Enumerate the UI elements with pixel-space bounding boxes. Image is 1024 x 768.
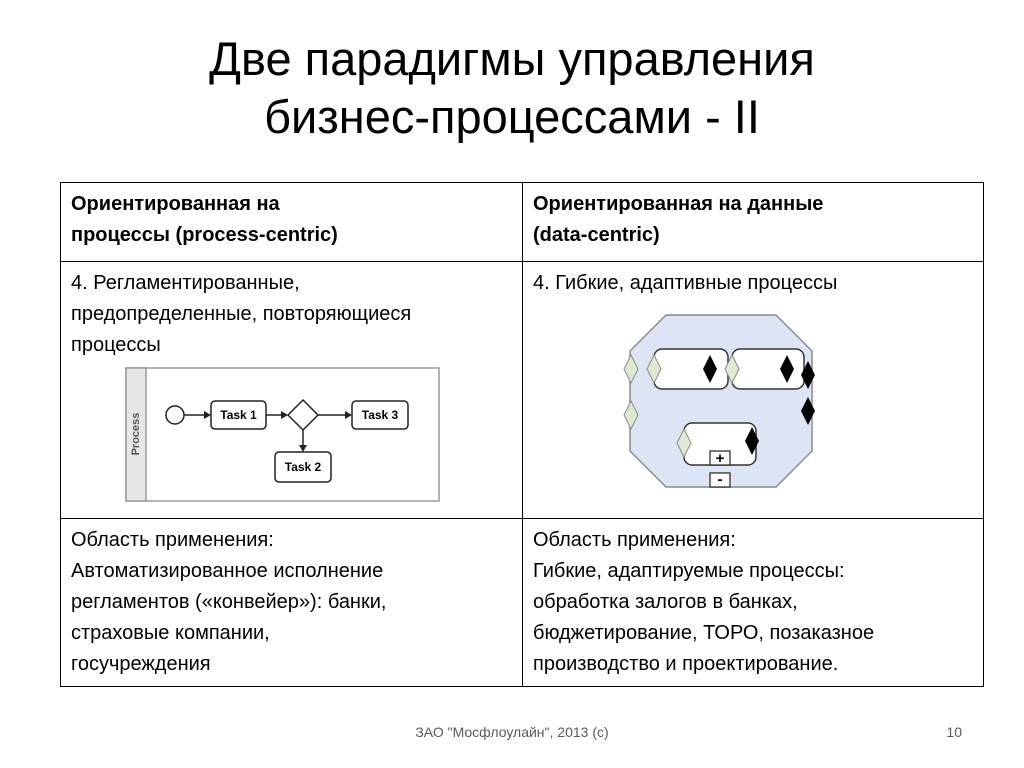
- exit-criterion-diamond: [703, 355, 717, 383]
- row3-left-line-1: Область применения:: [71, 529, 274, 551]
- entry-criterion-diamond: [646, 353, 662, 385]
- entry-criterion-diamond: [623, 353, 639, 385]
- cell-data-centric-type: 4. Гибкие, адаптивные процессы +: [522, 261, 984, 519]
- row3-right-line-3: обработка залогов в банках,: [533, 591, 798, 613]
- exit-criterion-diamond: [745, 427, 759, 455]
- plus-label: +: [716, 450, 725, 467]
- entry-criterion-diamond: [623, 399, 639, 431]
- row3-right-line-4: бюджетирование, ТОРО, позаказное: [533, 622, 875, 644]
- comparison-table: Ориентированная на процессы (process-cen…: [60, 182, 984, 687]
- page-number: 10: [946, 724, 962, 740]
- slide-title-line-2: бизнес-процессами - II: [264, 90, 760, 143]
- entry-criterion-diamond: [724, 353, 740, 385]
- bpmn-pool-label: Process: [130, 413, 142, 456]
- header-process-centric: Ориентированная на процессы (process-cen…: [60, 182, 523, 262]
- slide-title-line-1: Две парадигмы управления: [209, 32, 815, 85]
- table-row-process-type: 4. Регламентированные, предопределенные,…: [60, 261, 984, 519]
- exit-criterion-diamond: [801, 361, 815, 389]
- header-right-line-1: Ориентированная на данные: [533, 193, 824, 215]
- bpmn-task-2-label: Task 2: [285, 460, 322, 474]
- footer-copyright: ЗАО "Мосфлоулайн", 2013 (с): [415, 724, 609, 740]
- cell-process-centric-application: Область применения: Автоматизированное и…: [60, 518, 523, 687]
- slide-title: Две парадигмы управления бизнес-процесса…: [0, 30, 1024, 146]
- cell-data-centric-application: Область применения: Гибкие, адаптируемые…: [522, 518, 984, 687]
- collapse-marker-box: [709, 472, 731, 488]
- minus-label: -: [718, 471, 723, 488]
- row2-left-line-3: процессы: [71, 334, 161, 356]
- adaptive-case-diagram: + -: [623, 314, 815, 488]
- row3-right-line-2: Гибкие, адаптируемые процессы:: [533, 560, 845, 582]
- bpmn-task-3-label: Task 3: [362, 408, 399, 422]
- bpmn-arrow-head: [299, 445, 307, 452]
- row2-right-line-1: 4. Гибкие, адаптивные процессы: [533, 272, 838, 294]
- bpmn-arrow-head: [345, 411, 352, 419]
- header-data-centric: Ориентированная на данные (data-centric): [522, 182, 984, 262]
- bpmn-process-diagram: Process Task 1 Task 3 Task 2: [125, 367, 440, 502]
- row3-left-line-5: госучреждения: [71, 653, 211, 675]
- header-left-line-2: процессы (process-centric): [71, 224, 338, 246]
- row2-left-line-2: предопределенные, повторяющиеся: [71, 303, 412, 325]
- bpmn-pool-lane-header: [125, 367, 147, 502]
- row3-right-line-1: Область применения:: [533, 529, 736, 551]
- bpmn-start-event: [165, 405, 185, 425]
- bpmn-arrow-head: [204, 411, 211, 419]
- bpmn-task-1-label: Task 1: [220, 408, 257, 422]
- table-row-application: Область применения: Автоматизированное и…: [60, 518, 984, 687]
- row3-left-line-2: Автоматизированное исполнение: [71, 560, 384, 582]
- exit-criterion-diamond: [780, 355, 794, 383]
- table-row-header: Ориентированная на процессы (process-cen…: [60, 182, 984, 262]
- entry-criterion-diamond: [676, 427, 692, 459]
- header-right-line-2: (data-centric): [533, 224, 660, 246]
- header-left-line-1: Ориентированная на: [71, 193, 280, 215]
- bpmn-arrow-head: [281, 411, 288, 419]
- bpmn-task-3: [351, 400, 409, 430]
- row3-right-line-5: производство и проектирование.: [533, 653, 839, 675]
- bpmn-task-2: [274, 451, 332, 483]
- cell-process-centric-type: 4. Регламентированные, предопределенные,…: [60, 261, 523, 519]
- row3-left-line-4: страховые компании,: [71, 622, 270, 644]
- row3-left-line-3: регламентов («конвейер»): банки,: [71, 591, 387, 613]
- expand-marker-box: [709, 450, 731, 466]
- row2-left-line-1: 4. Регламентированные,: [71, 272, 300, 294]
- exit-criterion-diamond: [801, 397, 815, 425]
